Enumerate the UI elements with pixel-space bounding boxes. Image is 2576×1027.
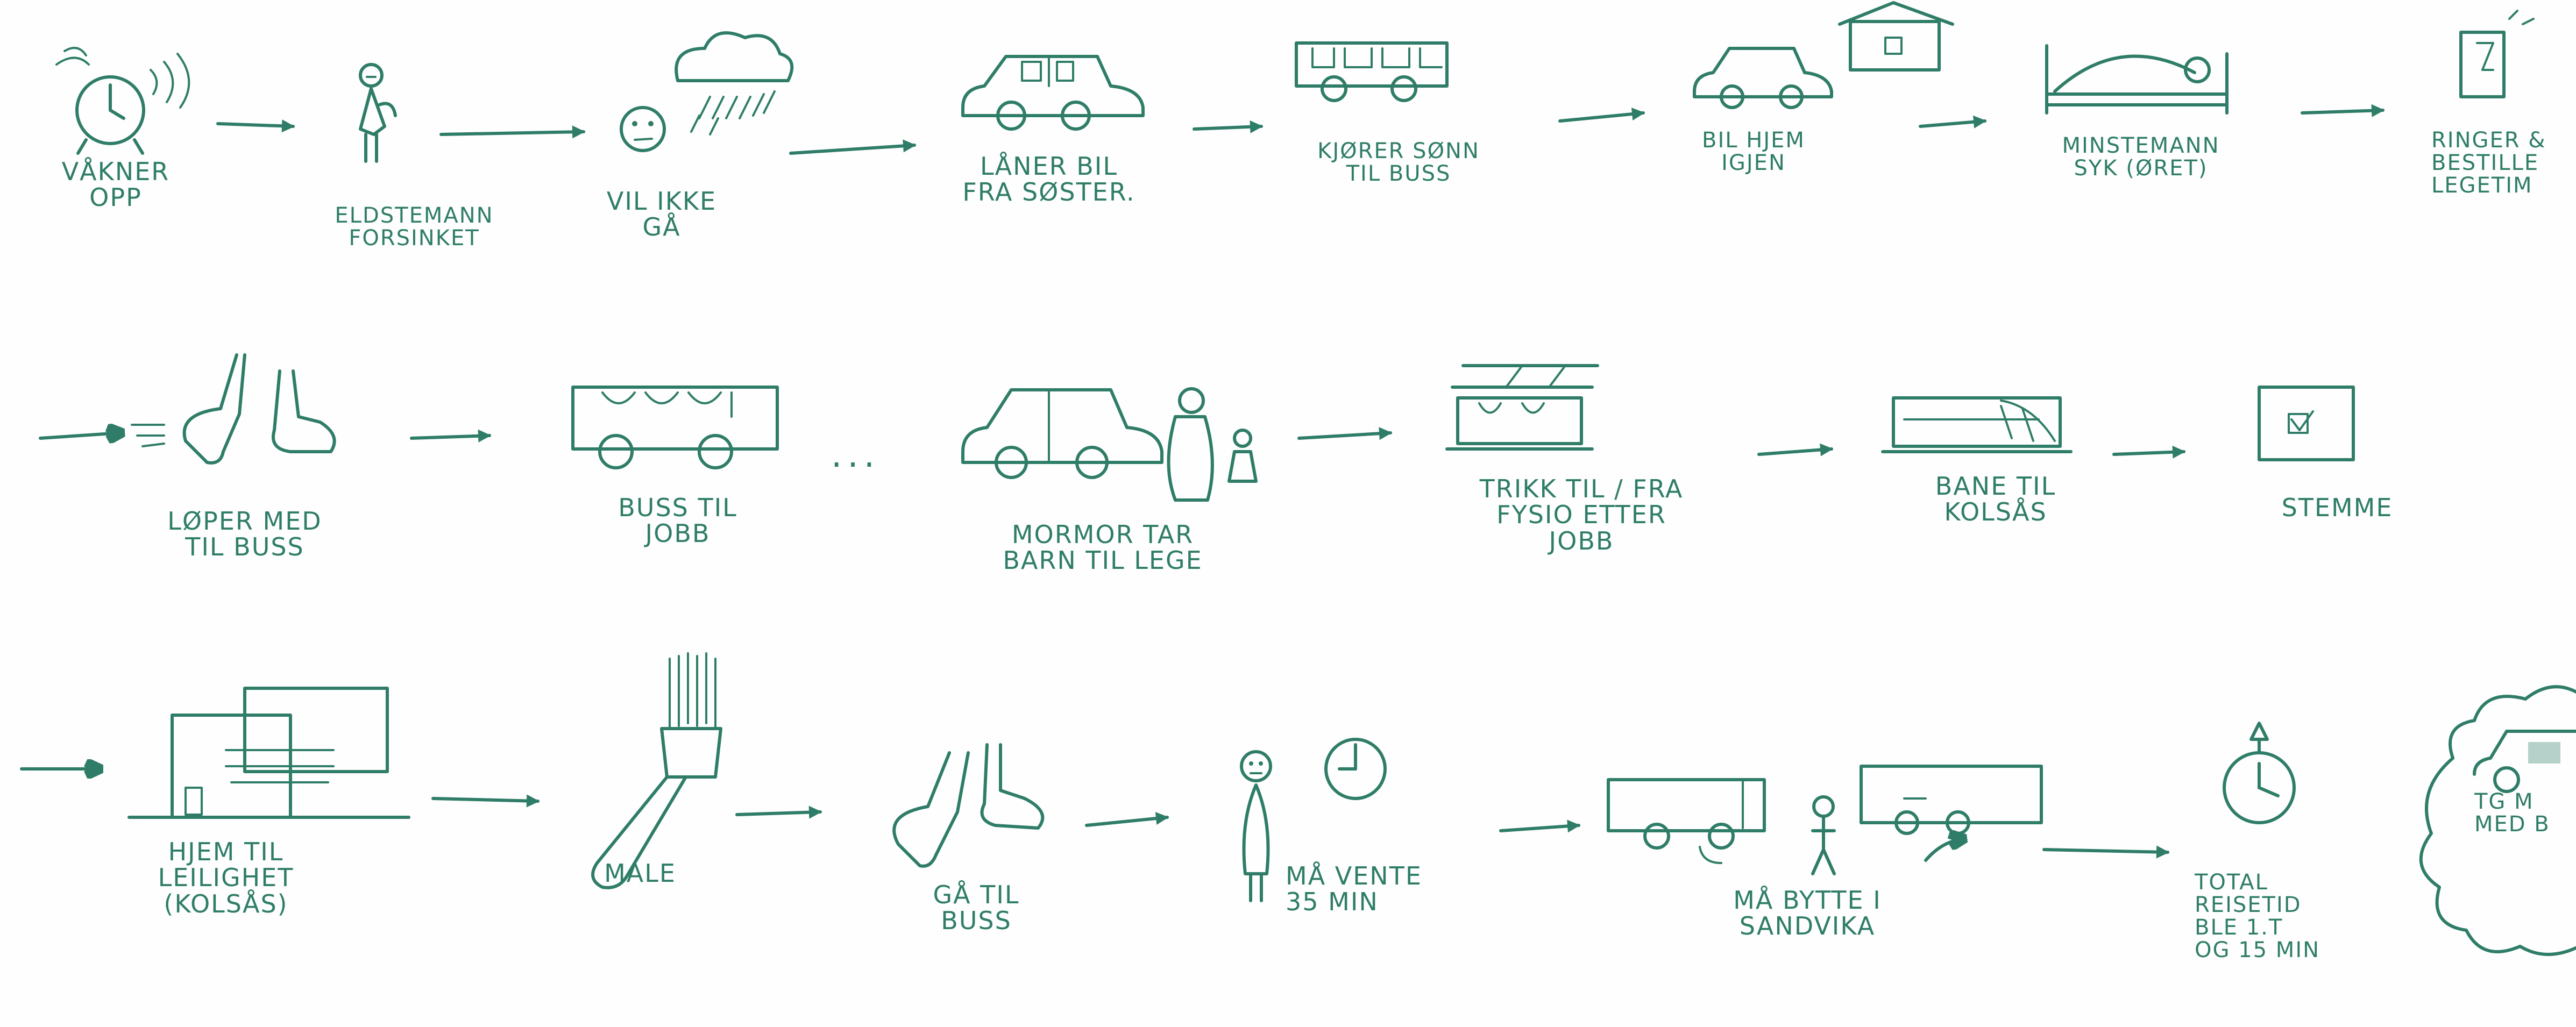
step-label-home-apartment: HJEM TIL LEILIGHET (KOLSÅS) [158,837,294,918]
step-label-wait-35: MÅ VENTE 35 MIN [1286,861,1422,917]
rain-cloud-icon [621,33,792,151]
car-icon [963,56,1143,129]
child-icon [360,65,395,161]
step-label-walk-to-bus: GÅ TIL BUSS [933,880,1020,936]
alarm-clock-icon [56,48,189,153]
step-label-metro-kolsas: BANE TIL KOLSÅS [1935,472,2056,527]
arrow [737,805,820,819]
car-grandma-icon [963,389,1256,500]
bus-icon-2 [573,387,777,468]
arrow [1299,427,1390,440]
step-label-paint: MALE [604,859,676,888]
step-label-drives-son: KJØRER SØNN TIL BUSS [1317,139,1480,186]
step-label-calls-doctor: RINGER & BESTILLE LEGETIM [2431,128,2546,198]
bus-transfer-icon [1608,766,2041,874]
waiting-clock-icon [1241,739,1385,901]
walking-feet-icon [894,745,1042,866]
step-label-youngest-sick: MINSTEMANN SYK (ØRET) [2062,133,2220,181]
phone-icon [2461,11,2534,97]
arrow [441,125,584,139]
arrow [1087,812,1167,825]
stopwatch-icon [2224,723,2294,823]
apartment-icon [129,688,409,817]
step-label-vote: STEMME [2281,493,2393,522]
arrow [1560,108,1643,121]
running-feet-icon [132,355,335,463]
arrow [2114,445,2184,459]
arrow [1501,819,1579,833]
arrow [791,139,914,153]
step-label-wakes-up: VÅKNER OPP [61,157,170,212]
step-label-runs-to-bus: LØPER MED TIL BUSS [167,507,322,562]
metro-icon [1883,398,2071,452]
arrow [218,119,293,133]
step-label-borrows-car: LÅNER BIL FRA SØSTER. [962,152,1136,207]
ellipsis: ... [831,436,881,475]
step-label-total-time: TOTAL REISETID BLE 1.T OG 15 MIN [2195,870,2320,962]
step-label-grandma-doctor: MORMOR TAR BARN TIL LEGE [1003,520,1203,575]
arrow [433,794,538,808]
step-label-oldest-late: ELDSTEMANN FORSINKET [335,203,494,251]
paintbrush-icon [593,653,721,888]
arrow [2044,845,2168,859]
arrow [1759,443,1832,457]
step-label-change-sandvika: MÅ BYTTE I SANDVIKA [1733,886,1882,941]
arrow [1920,115,1985,129]
arrow [40,433,121,438]
step-label-thought: TG M MED B [2474,790,2550,836]
arrow [411,429,489,443]
step-label-tram-physio: TRIKK TIL / FRA FYSIO ETTER JOBB [1479,474,1684,555]
thought-bubble-car-icon [2421,687,2576,954]
sick-bed-icon [2047,46,2227,113]
car-house-icon [1694,3,1953,108]
ballot-icon [2259,387,2353,460]
tram-icon [1447,366,1598,449]
step-label-car-home: BIL HJEM IGJEN [1702,128,1805,175]
arrow [2302,104,2383,117]
step-label-wont-go: VIL IKKE GÅ [606,187,717,242]
step-label-bus-to-work: BUSS TIL JOBB [618,493,737,548]
bus-icon-1 [1296,43,1447,101]
arrow [1194,120,1261,133]
